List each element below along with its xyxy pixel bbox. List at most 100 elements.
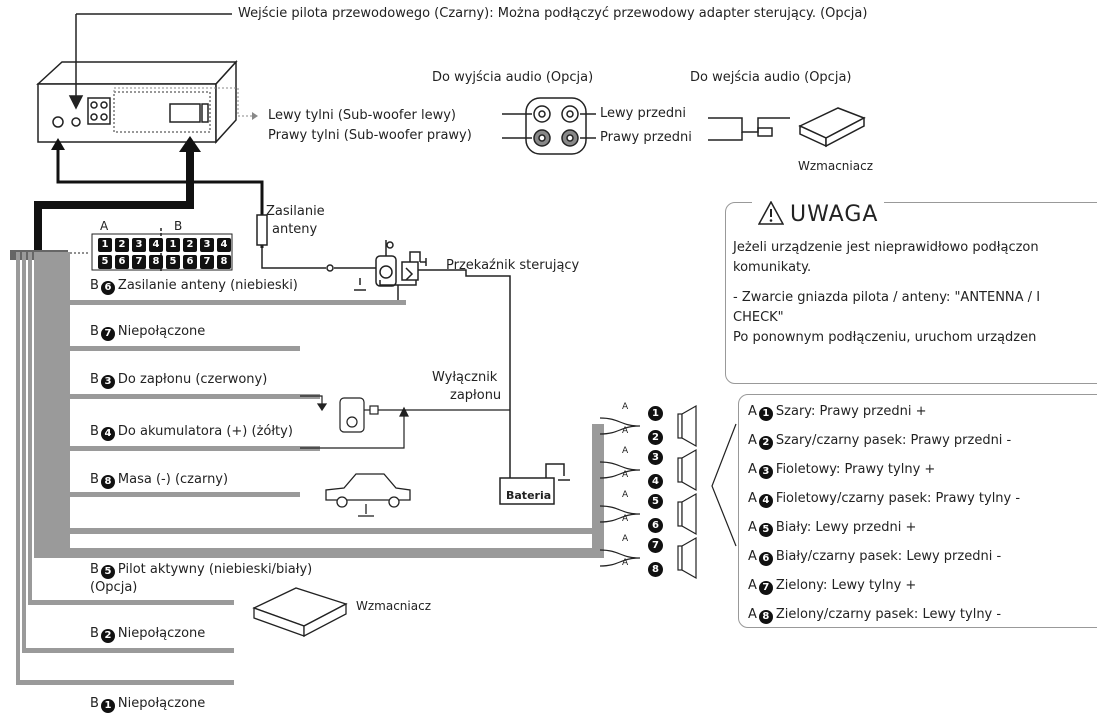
remote-input-label: Wejście pilota przewodowego (Czarny): Mo… [238, 6, 868, 21]
b-wire-number: 2 [100, 629, 115, 643]
head-unit [36, 60, 238, 144]
connector-pin: 7 [200, 255, 214, 269]
connector-pin: 8 [149, 255, 163, 269]
remote-option-label: (Opcja) [90, 580, 138, 595]
b-wire-prefix: B [90, 372, 99, 387]
antenna-line [256, 214, 511, 478]
amplifier-bottom [252, 587, 348, 638]
ignition-wiring [300, 395, 510, 449]
warning-line4: CHECK" [733, 310, 784, 325]
gray-harness [10, 250, 604, 685]
speaker-pin-a: A [622, 534, 629, 544]
b-wire-number: 8 [100, 475, 115, 489]
antenna-power-line1: Zasilanie [266, 204, 325, 219]
speaker-wire-list [738, 394, 1097, 628]
a-wire-text: Biały/czarny pasek: Lewy przedni - [775, 549, 1002, 564]
speaker-pin-a: A [622, 514, 629, 524]
rear-output-dotted [113, 87, 252, 117]
connector-pin: 6 [115, 255, 129, 269]
a-wire-text: Szary: Prawy przedni + [775, 404, 927, 419]
a-wire-text: Szary/czarny pasek: Prawy przedni - [775, 433, 1012, 448]
speaker-pin-a: A [622, 426, 629, 436]
b-wire-prefix: B [90, 278, 99, 293]
b-wire-number: 7 [100, 327, 115, 341]
speaker-pin-a: A [622, 402, 629, 412]
a-wire-text: Fioletowy/czarny pasek: Prawy tylny - [775, 491, 1021, 506]
connector-pin: 5 [166, 255, 180, 269]
connector-pin: 7 [132, 255, 146, 269]
ignition-switch-line1: Wyłącznik [432, 370, 498, 385]
a-wire-prefix: A [748, 578, 757, 593]
warning-title-text: UWAGA [790, 202, 879, 227]
connector-pin: 1 [98, 238, 112, 252]
a-wire-prefix: A [748, 491, 757, 506]
a-wire-text: Fioletowy: Prawy tylny + [775, 462, 936, 477]
a-wire-prefix: A [748, 462, 757, 477]
a-wire-number: 6 [758, 552, 773, 566]
amplifier-top-label: Wzmacniacz [798, 159, 873, 173]
warning-line1: Jeżeli urządzenie jest nieprawidłowo pod… [733, 240, 1039, 255]
a-wire-text: Zielony/czarny pasek: Lewy tylny - [775, 607, 1002, 622]
b-wire-prefix: B [90, 472, 99, 487]
speaker-pin-a: A [622, 446, 629, 456]
a-wire-number: 4 [758, 494, 773, 508]
a-wire-number: 2 [758, 436, 773, 450]
b-wire-prefix: B [90, 626, 99, 641]
a-wire-prefix: A [748, 520, 757, 535]
battery-label: Bateria [506, 489, 552, 502]
a-wire-number: 3 [758, 465, 773, 479]
rear-right-label: Prawy tylni (Sub-woofer prawy) [268, 128, 472, 143]
a-wire-number: 8 [758, 610, 773, 624]
a-wire-number: 1 [758, 407, 773, 421]
connector-b-label: B [174, 219, 183, 233]
b-wire-prefix: B [90, 562, 99, 577]
speaker-pin-number: 6 [648, 518, 663, 533]
b-wire-number: 6 [100, 281, 115, 295]
warning-box [725, 202, 1097, 384]
a-wire-prefix: A [748, 433, 757, 448]
speaker-pin-number: 5 [648, 494, 663, 509]
b-wire-number: 3 [100, 375, 115, 389]
harness-black [34, 136, 264, 250]
speaker-pin-a: A [622, 490, 629, 500]
speaker-pin-number: 4 [648, 474, 663, 489]
speaker-pin-number: 2 [648, 430, 663, 445]
audio-out-title: Do wyjścia audio (Opcja) [432, 70, 594, 85]
connector-pin: 5 [98, 255, 112, 269]
warning-line2: komunikaty. [733, 260, 812, 275]
connector-pin: 2 [115, 238, 129, 252]
a-wire-text: Zielony: Lewy tylny + [775, 578, 917, 593]
battery [499, 463, 570, 505]
connector-pin: 8 [217, 255, 231, 269]
antenna-power-line2: anteny [272, 222, 318, 237]
speakers [599, 404, 737, 580]
b-wire-number: 1 [100, 699, 115, 713]
speaker-pin-number: 8 [648, 562, 663, 577]
a-wire-number: 5 [758, 523, 773, 537]
warning-title: UWAGA [752, 198, 885, 232]
remote-input-arrow [68, 13, 232, 110]
speaker-pin-a: A [622, 470, 629, 480]
speaker-pin-a: A [622, 558, 629, 568]
front-left-label: Lewy przedni [600, 106, 686, 121]
b-wire-prefix: B [90, 324, 99, 339]
b-wire-text: Niepołączone [117, 626, 206, 641]
relay-label: Przekaźnik sterujący [446, 258, 580, 273]
b-wire-number: 4 [100, 427, 115, 441]
connector-pin: 4 [217, 238, 231, 252]
warning-icon [758, 201, 784, 225]
b-wire-prefix: B [90, 424, 99, 439]
